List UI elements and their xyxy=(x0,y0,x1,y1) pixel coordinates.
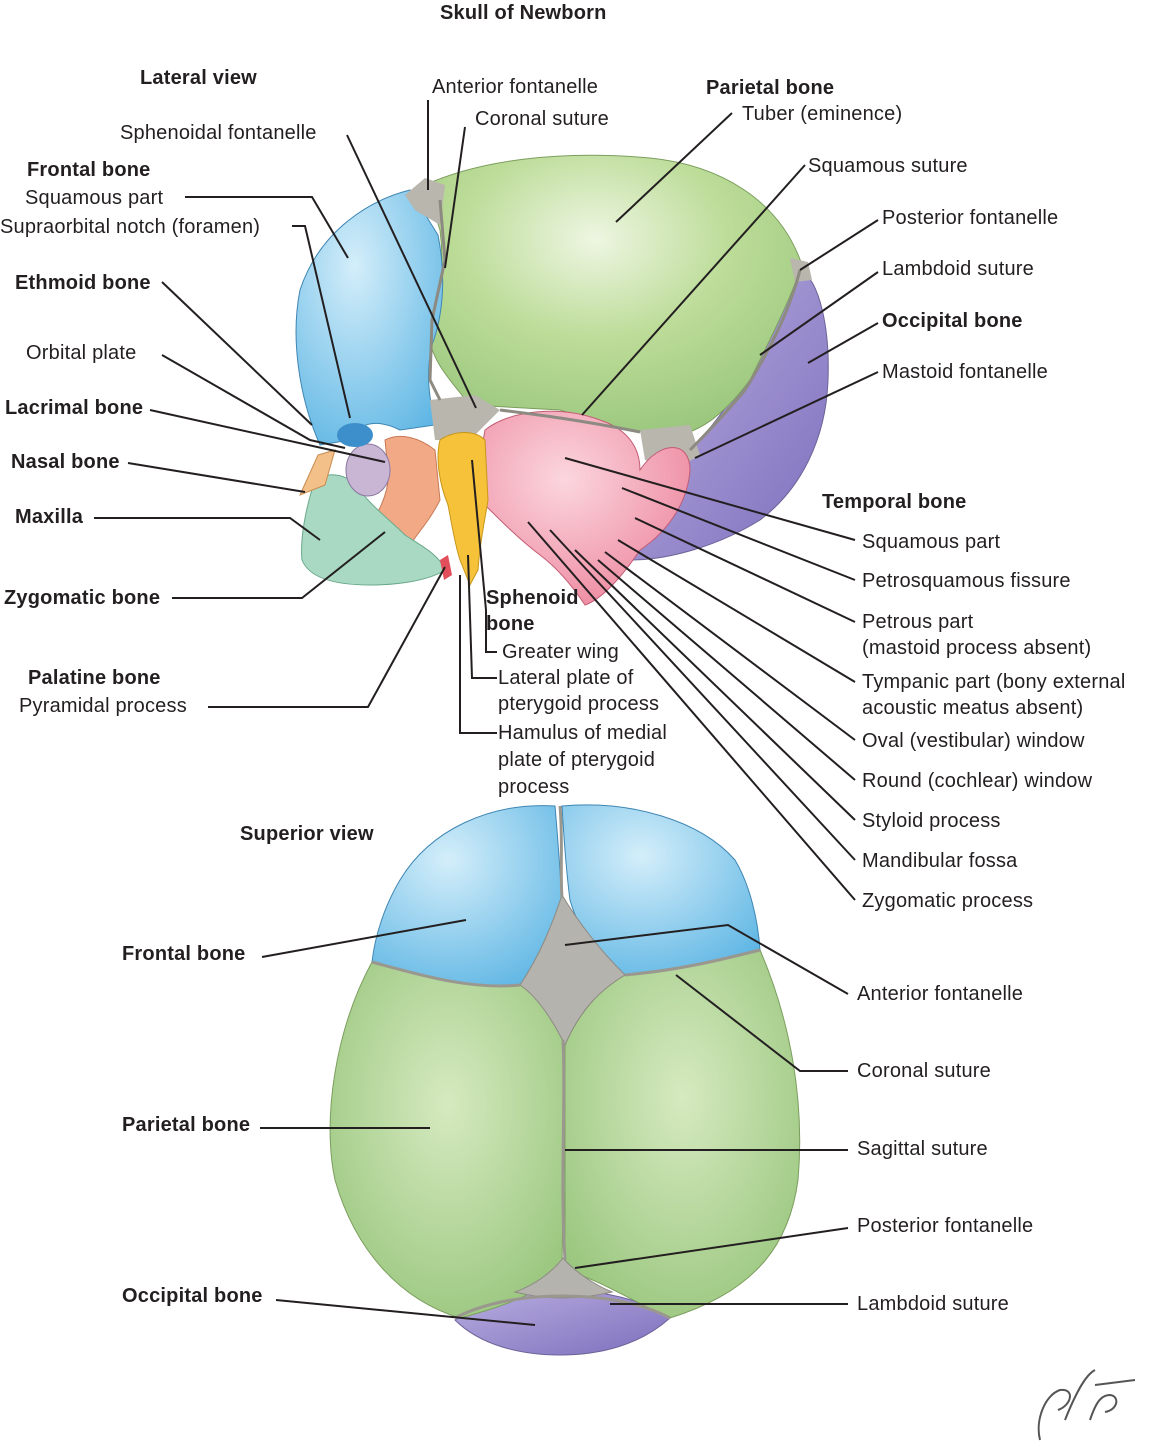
label-temporal-bone: Temporal bone xyxy=(822,491,967,513)
label-lateral-plate-1: Lateral plate of xyxy=(498,667,634,689)
label-oval-window: Oval (vestibular) window xyxy=(862,730,1085,752)
label-frontal-bone-superior: Frontal bone xyxy=(122,943,246,965)
label-supraorbital-notch: Supraorbital notch (foramen) xyxy=(0,216,261,238)
label-zygomatic-bone: Zygomatic bone xyxy=(4,587,161,609)
superior-coronal-suture-right xyxy=(624,948,761,977)
label-parietal-bone-superior: Parietal bone xyxy=(122,1114,251,1136)
lateral-temporal-bone xyxy=(480,410,691,606)
lateral-frontal-bone xyxy=(295,189,444,446)
label-coronal-suture-lateral: Coronal suture xyxy=(475,108,609,130)
lateral-sphenoid-bone xyxy=(437,432,489,587)
superior-posterior-fontanelle xyxy=(513,1257,614,1299)
superior-left-parietal-bone xyxy=(329,961,566,1319)
label-lambdoid-suture-lateral: Lambdoid suture xyxy=(882,258,1034,280)
label-pyramidal-process: Pyramidal process xyxy=(19,695,187,717)
label-lateral-plate-2: pterygoid process xyxy=(498,693,660,715)
label-anterior-fontanelle-lateral: Anterior fontanelle xyxy=(432,76,599,98)
label-posterior-fontanelle-superior: Posterior fontanelle xyxy=(857,1215,1034,1237)
label-mandibular-fossa: Mandibular fossa xyxy=(862,850,1018,872)
leader-lines xyxy=(94,100,879,1326)
label-lacrimal-bone: Lacrimal bone xyxy=(5,397,144,419)
superior-view-heading: Superior view xyxy=(240,823,374,845)
label-nasal-bone: Nasal bone xyxy=(11,451,120,473)
label-zygomatic-process: Zygomatic process xyxy=(862,890,1034,912)
label-sphenoid-bone-1: Sphenoid xyxy=(486,587,579,609)
label-anterior-fontanelle-superior: Anterior fontanelle xyxy=(857,983,1024,1005)
label-palatine-bone: Palatine bone xyxy=(28,667,161,689)
label-posterior-fontanelle-lateral: Posterior fontanelle xyxy=(882,207,1059,229)
lateral-orbit xyxy=(345,443,391,497)
page-title: Skull of Newborn xyxy=(440,2,607,24)
lateral-squamous-suture xyxy=(499,408,641,434)
label-lambdoid-suture-superior: Lambdoid suture xyxy=(857,1293,1009,1315)
label-sagittal-suture: Sagittal suture xyxy=(857,1138,988,1160)
lateral-view-skull xyxy=(295,154,829,606)
label-sphenoid-bone-2: bone xyxy=(486,613,535,635)
label-squamous-suture: Squamous suture xyxy=(808,155,968,177)
lateral-nasal-bone xyxy=(299,449,336,496)
label-maxilla: Maxilla xyxy=(15,506,84,528)
label-parietal-bone-lateral: Parietal bone xyxy=(706,77,835,99)
label-sphenoidal-fontanelle: Sphenoidal fontanelle xyxy=(120,122,317,144)
lateral-coronal-suture xyxy=(428,199,447,401)
label-occipital-bone-lateral: Occipital bone xyxy=(882,310,1023,332)
label-hamulus-2: plate of pterygoid xyxy=(498,749,656,771)
superior-sagittal-suture xyxy=(561,1039,567,1261)
lateral-anterior-fontanelle xyxy=(405,178,445,225)
superior-coronal-suture-left xyxy=(371,960,521,988)
label-hamulus-1: Hamulus of medial xyxy=(498,722,668,744)
lateral-sphenoidal-fontanelle xyxy=(430,395,500,440)
label-occipital-bone-superior: Occipital bone xyxy=(122,1285,263,1307)
label-styloid-process: Styloid process xyxy=(862,810,1001,832)
label-frontal-squamous-part: Squamous part xyxy=(25,187,164,209)
superior-metopic-line xyxy=(558,805,564,899)
label-ethmoid-bone: Ethmoid bone xyxy=(15,272,151,294)
superior-anterior-fontanelle xyxy=(519,893,626,1047)
label-hamulus-3: process xyxy=(498,776,570,798)
label-frontal-bone-lateral: Frontal bone xyxy=(27,159,151,181)
lateral-orbital-plate xyxy=(337,423,373,447)
lateral-palatine-bone xyxy=(440,555,452,580)
superior-lambdoid-suture xyxy=(454,1294,671,1320)
label-mastoid-fontanelle: Mastoid fontanelle xyxy=(882,361,1048,383)
label-temporal-squamous-part: Squamous part xyxy=(862,531,1001,553)
label-petrous-part: Petrous part xyxy=(862,611,974,633)
label-tympanic-part: Tympanic part (bony external xyxy=(862,671,1126,693)
lateral-view-heading: Lateral view xyxy=(140,67,257,89)
superior-right-parietal-bone xyxy=(564,949,801,1319)
lateral-lambdoid-suture xyxy=(688,269,802,452)
artist-signature xyxy=(1037,1369,1136,1441)
label-greater-wing: Greater wing xyxy=(502,641,619,663)
label-orbital-plate: Orbital plate xyxy=(26,342,137,364)
label-tympanic-part-note: acoustic meatus absent) xyxy=(862,697,1084,719)
label-coronal-suture-superior: Coronal suture xyxy=(857,1060,991,1082)
superior-left-frontal-bone xyxy=(371,805,563,987)
label-petrous-part-note: (mastoid process absent) xyxy=(862,637,1092,659)
label-round-window: Round (cochlear) window xyxy=(862,770,1093,792)
label-petrosquamous-fissure: Petrosquamous fissure xyxy=(862,570,1071,592)
superior-view-skull xyxy=(329,804,801,1356)
label-tuber-eminence: Tuber (eminence) xyxy=(742,103,903,125)
